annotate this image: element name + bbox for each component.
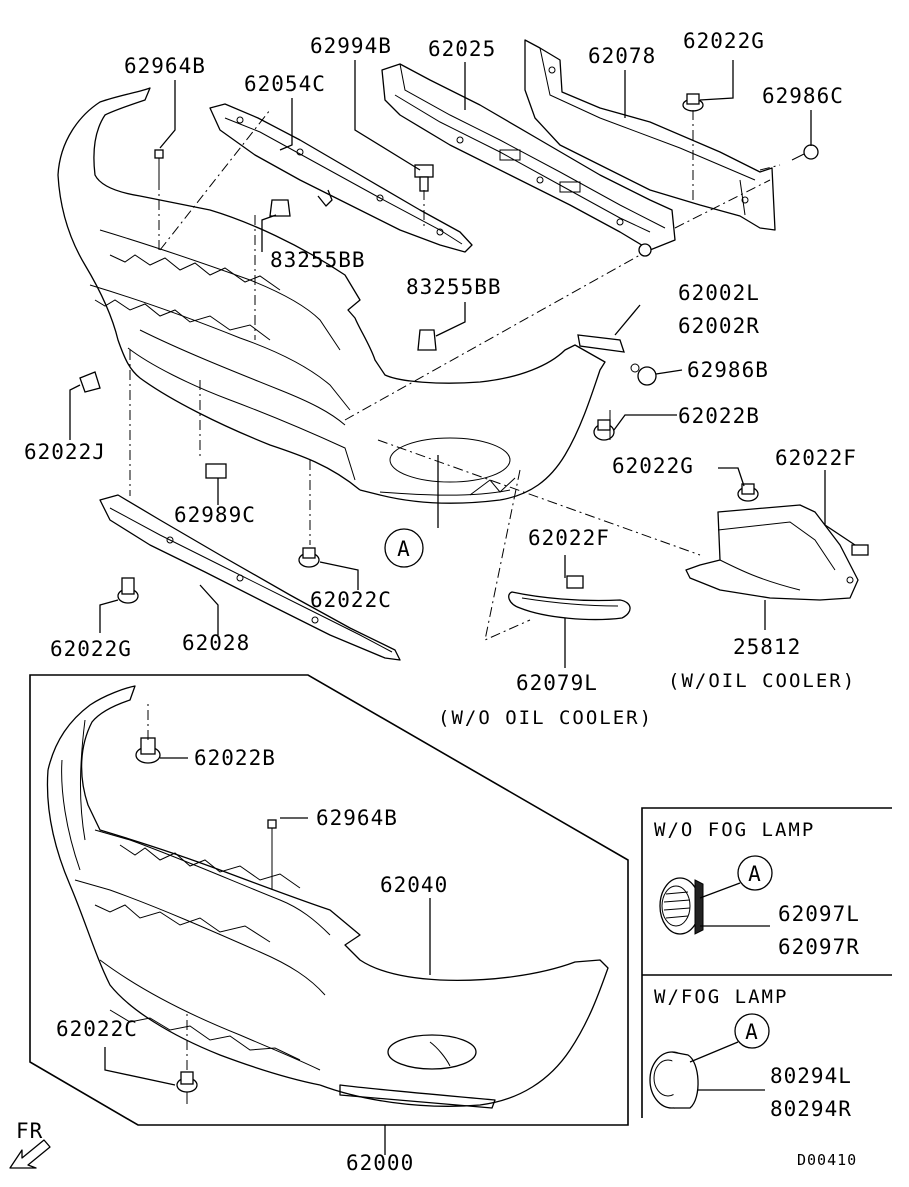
label-80294R: 80294R (770, 1097, 852, 1121)
label-62054C: 62054C (244, 72, 326, 96)
energy-absorber-62025 (381, 63, 676, 257)
label-62040: 62040 (380, 873, 448, 897)
label-62022J: 62022J (24, 440, 106, 464)
label-62964B-lower: 62964B (316, 806, 398, 830)
label-62994B: 62994B (310, 34, 392, 58)
label-62964B-top: 62964B (124, 54, 206, 78)
label-62097R: 62097R (778, 935, 860, 959)
label-62078: 62078 (588, 44, 656, 68)
oil-cooler-duct-25812 (685, 504, 869, 601)
label-83255BB-a: 83255BB (270, 248, 366, 272)
label-62025: 62025 (428, 37, 496, 61)
drawing-code: D00410 (797, 1151, 857, 1169)
label-62022C-mid: 62022C (310, 588, 392, 612)
label-83255BB-b: 83255BB (406, 275, 502, 299)
lower-retainer-62028 (99, 494, 401, 661)
label-62079L: 62079L (516, 671, 598, 695)
leader-lines-lower (104, 757, 431, 1155)
label-62028: 62028 (182, 631, 250, 655)
note-with-oil-cooler: (W/OIL COOLER) (668, 670, 856, 692)
callout-a-main-text: A (397, 537, 411, 561)
callout-a-main: A (384, 528, 424, 568)
side-garnish-62079L (508, 575, 631, 621)
label-62022C-lower: 62022C (56, 1017, 138, 1041)
label-62022B-lower: 62022B (194, 746, 276, 770)
label-62022G-right: 62022G (612, 454, 694, 478)
front-direction-arrow (9, 1139, 51, 1169)
label-62986B: 62986B (687, 358, 769, 382)
note-without-oil-cooler: (W/O OIL COOLER) (438, 707, 653, 729)
label-62000: 62000 (346, 1151, 414, 1175)
reinforcement-bar-62054C (209, 103, 473, 253)
fog-cover-62097: A (659, 855, 773, 935)
label-62022G-top: 62022G (683, 29, 765, 53)
label-80294L: 80294L (770, 1064, 852, 1088)
label-25812: 25812 (733, 635, 801, 659)
assembly-frame (29, 674, 629, 1126)
assembly-lines-upper (129, 109, 781, 641)
fog-lamp-80294: A (649, 1013, 770, 1109)
label-62002L: 62002L (678, 281, 760, 305)
label-62022B-right: 62022B (678, 404, 760, 428)
callout-a-w-fog-text: A (745, 1020, 759, 1044)
label-62022G-left: 62022G (50, 637, 132, 661)
note-without-fog-lamp: W/O FOG LAMP (654, 819, 815, 841)
bumper-fascia-upper (57, 87, 606, 504)
label-62022F-right: 62022F (775, 446, 857, 470)
note-with-fog-lamp: W/FOG LAMP (654, 986, 788, 1008)
leader-lines-upper (69, 60, 856, 668)
fasteners-lower (135, 737, 277, 1104)
label-62986C: 62986C (762, 84, 844, 108)
assembly-lines-lower (147, 700, 188, 1070)
label-62002R: 62002R (678, 314, 760, 338)
front-direction-label: FR (16, 1119, 43, 1143)
fog-lamp-options-frame (641, 807, 892, 1118)
undercover-62078 (524, 39, 776, 231)
callout-a-wo-fog-text: A (748, 862, 762, 886)
label-62989C: 62989C (174, 503, 256, 527)
label-62022F-mid: 62022F (528, 526, 610, 550)
label-62097L: 62097L (778, 902, 860, 926)
bumper-assembly-62000 (46, 685, 609, 1109)
part-labels: 62964B 62054C 62994B 62025 62078 62022G … (24, 29, 860, 1175)
variant-notes: (W/OIL COOLER) (W/O OIL COOLER) W/O FOG … (438, 670, 856, 1008)
fasteners-upper (79, 93, 819, 604)
